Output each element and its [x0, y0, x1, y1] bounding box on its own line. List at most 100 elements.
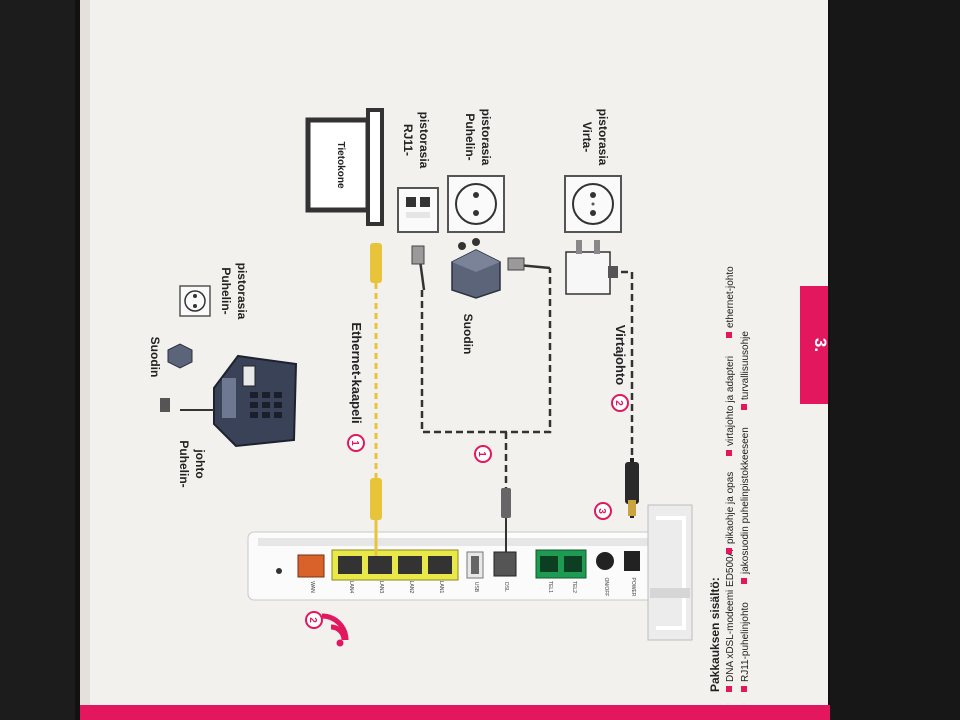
- filter-prong-2: [472, 238, 480, 246]
- package-item-1: DNA xDSL-modeemi ED500A: [725, 549, 736, 682]
- adapter-prong-1: [576, 240, 582, 254]
- step-number-power-socket-text: 3: [596, 508, 607, 514]
- dsl-port: [493, 551, 517, 577]
- rj11-socket-jack-2: [420, 197, 430, 207]
- power-cable-label: Virtajohto: [613, 325, 628, 385]
- power-socket-label-line2: pistorasia: [596, 109, 610, 166]
- step-number-power: 2: [611, 394, 629, 412]
- background-left: [0, 0, 75, 720]
- phone-socket-ring: [455, 183, 497, 225]
- adapter-cable-start: [608, 266, 618, 278]
- filter-middle: [451, 238, 501, 299]
- step-number-power-text: 2: [613, 400, 624, 406]
- page-number-block: [800, 286, 828, 404]
- phone-socket-label-line2: pistorasia: [479, 109, 493, 166]
- port-label-wan: WAN: [309, 581, 315, 593]
- bullet-icon: [741, 578, 747, 584]
- rj11-socket-jack-1: [406, 197, 416, 207]
- bullet-icon: [741, 686, 747, 692]
- dsl-plug: [501, 488, 511, 518]
- package-line-2: RJ11-puhelinjohto jakosuodin puhelinpist…: [740, 331, 751, 692]
- wifi-dot: [336, 639, 344, 647]
- package-item-7: turvallisuusohje: [740, 331, 751, 400]
- bullet-icon: [726, 686, 732, 692]
- telephone-setup: [160, 285, 298, 448]
- package-item-6: jakosuodin puhelinpistokkeeseen: [740, 427, 751, 575]
- step-circle-power-socket: [594, 502, 612, 520]
- computer-label: Tietokone: [335, 141, 346, 188]
- rj11-socket-label-line1: RJ11-: [401, 124, 415, 156]
- step-number-ethernet: 1: [347, 434, 365, 452]
- filter-plug: [507, 257, 525, 271]
- port-labels: WAN LAN4 LAN3 LAN2 LAN1 USB DSL TEL1 TEL…: [309, 578, 636, 597]
- power-plug: [625, 462, 639, 504]
- lan3-port: [368, 556, 392, 574]
- power-cable: [610, 270, 634, 458]
- power-port: [624, 551, 640, 571]
- telephone-keypad: [250, 392, 282, 418]
- power-plug-tip: [628, 500, 636, 516]
- phone-socket-top-label-line1: Puhelin-: [219, 267, 233, 314]
- port-label-usb: USB: [473, 582, 479, 593]
- tel1-port: [540, 556, 558, 572]
- power-socket-earth: [591, 202, 595, 206]
- ethernet-cable-label: Ethernet-kaapeli: [349, 322, 364, 423]
- power-adapter: [565, 240, 618, 295]
- usb-port-inner: [471, 556, 479, 574]
- package-line-1: DNA xDSL-modeemi ED500A pikaohje ja opas…: [725, 266, 736, 692]
- port-label-on-off: ON/OFF: [603, 578, 609, 597]
- adapter-prong-2: [594, 240, 600, 254]
- modem-top-edge: [258, 538, 668, 546]
- phone-socket-top-ring: [184, 290, 206, 312]
- phone-cord-label-line1: Puhelin-: [177, 440, 191, 487]
- wifi-icon: [321, 613, 349, 647]
- port-label-lan4: LAN4: [348, 581, 354, 594]
- phone-cord-label-line2: johto: [193, 448, 207, 478]
- phone-socket-top-label-line2: pistorasia: [235, 263, 249, 320]
- power-socket-ring: [572, 183, 614, 225]
- modem-stand: [647, 504, 693, 641]
- bullet-icon: [726, 332, 732, 338]
- tel2-port: [564, 556, 582, 572]
- page-border-bottom: [80, 705, 830, 720]
- port-label-lan2: LAN2: [408, 581, 414, 594]
- computer: Tietokone: [305, 108, 384, 226]
- power-socket-hole-1: [590, 192, 596, 198]
- modem-stand-base: [650, 588, 690, 598]
- ethernet-plug-bottom: [370, 478, 382, 520]
- package-item-5: RJ11-puhelinjohto: [740, 602, 751, 682]
- background-right: [830, 0, 960, 720]
- step-circle-power: [611, 394, 629, 412]
- phone-socket-top-hole-1: [193, 294, 197, 298]
- phone-line-cable: [420, 268, 552, 434]
- step-number-ethernet-text: 1: [349, 440, 360, 446]
- phone-socket-label-line1: Puhelin-: [463, 113, 477, 160]
- reset-hole: [276, 568, 282, 574]
- rj11-plug: [411, 245, 425, 265]
- step-number-line: 1: [474, 445, 492, 463]
- filter-top: [452, 250, 500, 272]
- step-circle-line: [474, 445, 492, 463]
- lan4-port: [338, 556, 362, 574]
- filter-prong-1: [458, 242, 466, 250]
- ethernet-plug-top: [370, 243, 382, 283]
- modem-stand-highlight: [656, 516, 686, 630]
- package-contents: Pakkauksen sisältö: DNA xDSL-modeemi ED5…: [708, 266, 751, 692]
- filter-middle-label: Suodin: [461, 314, 475, 355]
- computer-base: [366, 108, 384, 226]
- step-circle-wifi: [305, 611, 323, 629]
- rj11-socket: [397, 187, 439, 233]
- rj11-socket-label-line2: pistorasia: [417, 112, 431, 169]
- computer-monitor: [305, 117, 371, 213]
- step-number-wifi: 2: [305, 611, 323, 629]
- filter-top-label: Suodin: [148, 337, 162, 378]
- telephone-cord-plug: [160, 398, 170, 412]
- bullet-icon: [741, 404, 747, 410]
- phone-socket-hole-1: [473, 192, 479, 198]
- page-number: 3.: [811, 338, 830, 352]
- port-label-power: POWER: [630, 578, 636, 597]
- diagram: 3.: [148, 108, 830, 692]
- rj11-socket-plate: [406, 212, 430, 218]
- rj11-cable-end: [418, 259, 426, 291]
